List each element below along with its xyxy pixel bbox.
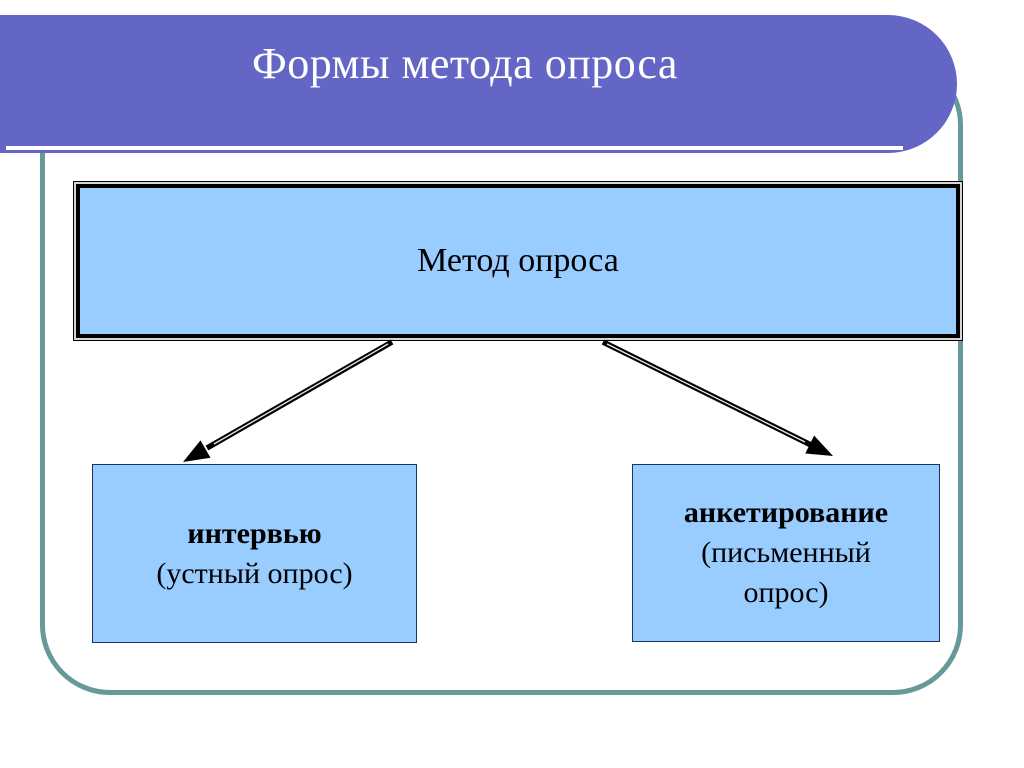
page-title: Формы метода опроса (252, 39, 678, 88)
header-band (0, 15, 957, 153)
child-node-interview: интервью (устный опрос) (92, 464, 417, 643)
title-underline (6, 146, 903, 150)
child-node-questionnaire-label: анкетирование (683, 496, 889, 529)
child-node-questionnaire-sublabel: (письменный опрос) (701, 536, 871, 609)
root-node-method-oprosa: Метод опроса (76, 184, 960, 338)
child-node-interview-label: интервью (187, 516, 322, 550)
root-node-label: Метод опроса (417, 242, 619, 279)
child-node-questionnaire: анкетирование (письменный опрос) (632, 464, 940, 642)
child-node-interview-sublabel: (устный опрос) (156, 556, 353, 590)
